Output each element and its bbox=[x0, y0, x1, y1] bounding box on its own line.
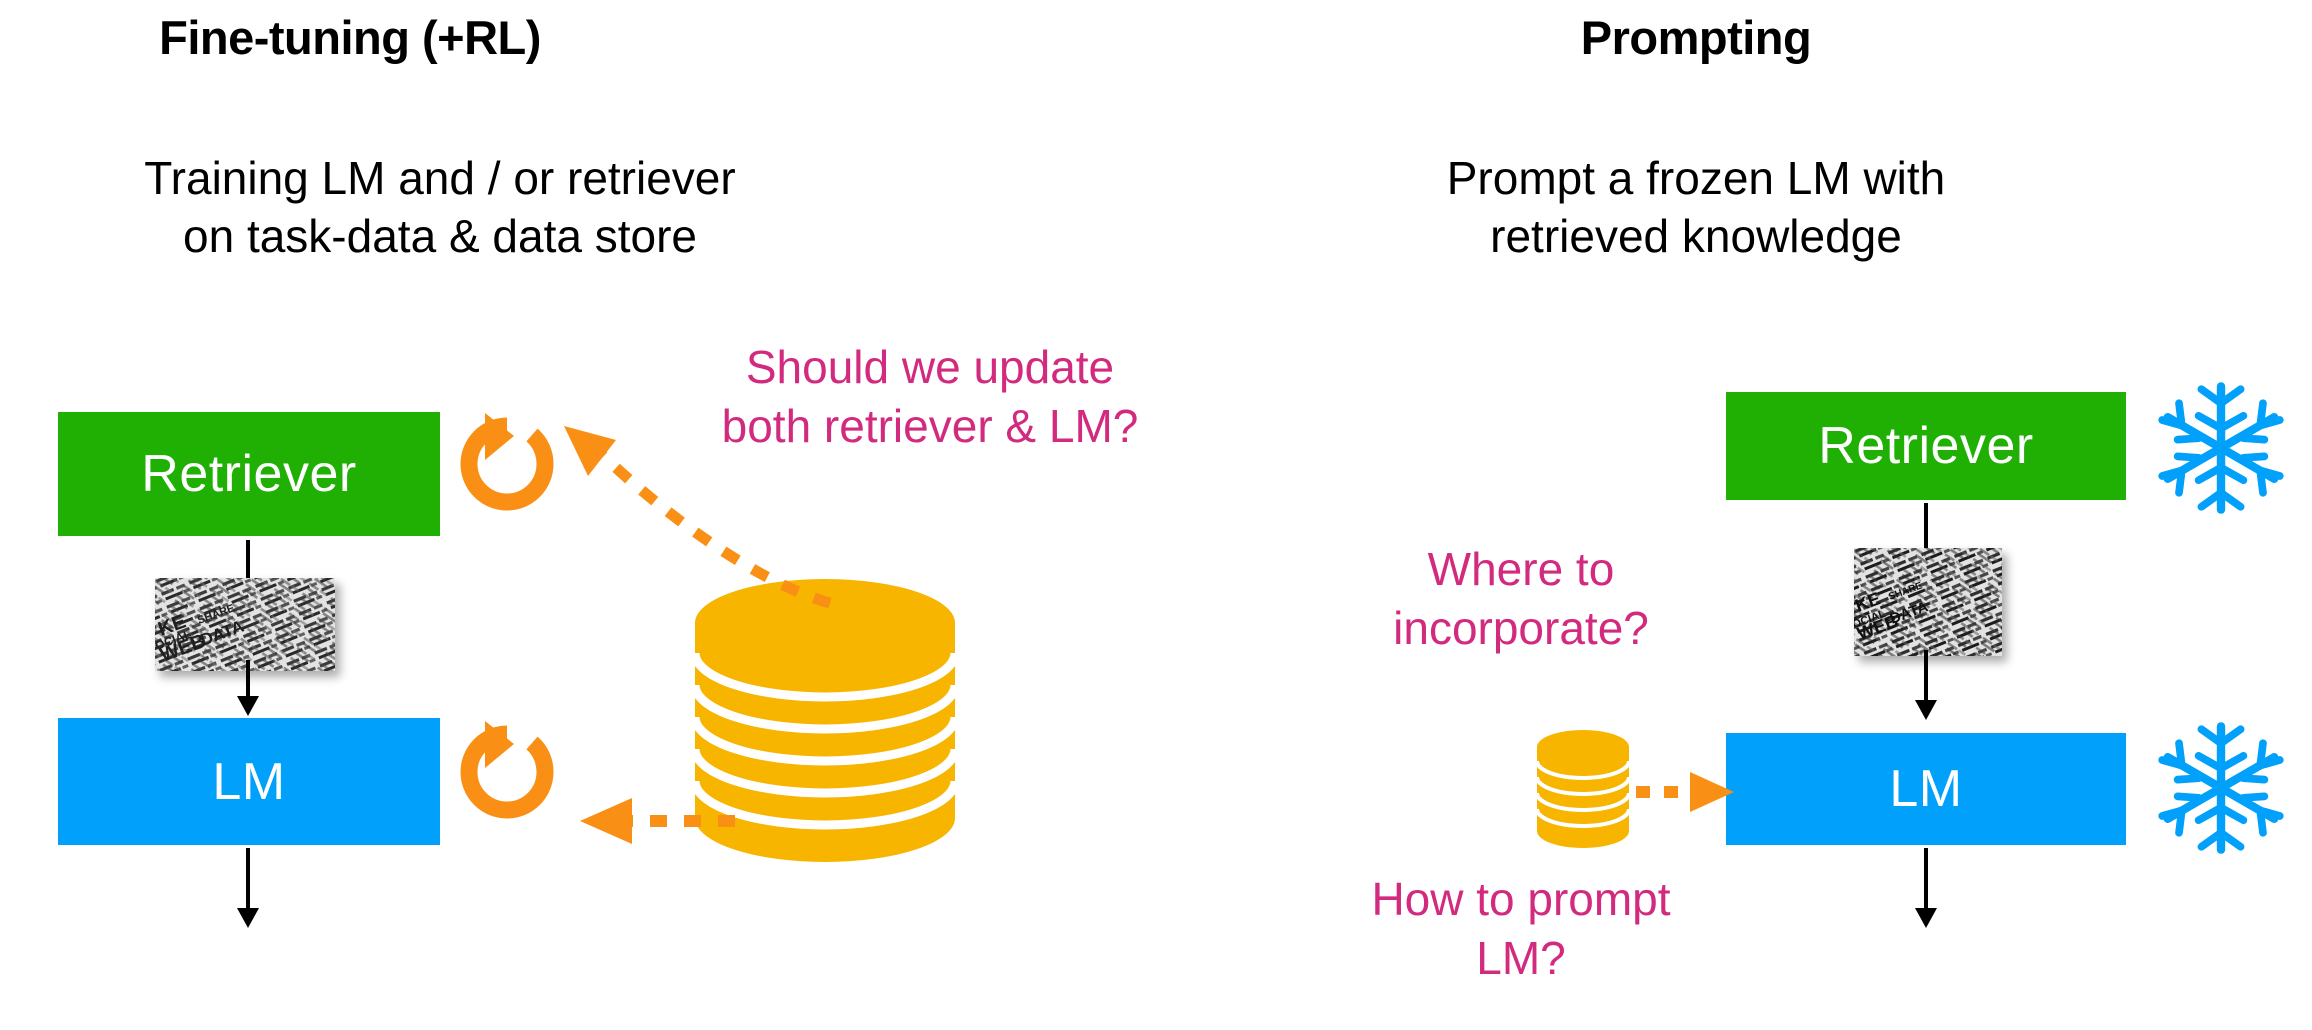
right-lm-label: LM bbox=[1889, 760, 1963, 818]
right-arrow-chip-to-lm-head bbox=[1915, 700, 1937, 720]
left-arrow-lm-output bbox=[246, 848, 250, 910]
left-lm-label: LM bbox=[212, 752, 286, 811]
left-arrow-retriever-to-chip bbox=[246, 540, 250, 586]
right-arrow-chip-to-lm bbox=[1924, 650, 1928, 702]
snowflake-icon-retriever bbox=[2151, 378, 2291, 523]
refresh-icon-lm[interactable] bbox=[452, 708, 562, 833]
left-retriever-label: Retriever bbox=[141, 445, 357, 503]
left-panel-title: Fine-tuning (+RL) bbox=[159, 11, 541, 64]
refresh-icon-retriever[interactable] bbox=[452, 400, 562, 525]
left-arrow-chip-to-lm-head bbox=[237, 696, 259, 716]
left-database-cylinder-icon[interactable] bbox=[690, 575, 960, 865]
left-retriever-box[interactable]: Retriever bbox=[58, 412, 440, 536]
left-arrow-lm-output-head bbox=[237, 908, 259, 928]
right-database-cylinder-icon[interactable] bbox=[1534, 727, 1632, 852]
left-lm-box[interactable]: LM bbox=[58, 718, 440, 845]
left-dotted-arrow-to-lm bbox=[560, 790, 740, 850]
right-dotted-arrow-store-to-lm bbox=[1634, 762, 1744, 822]
right-arrow-retriever-to-chip bbox=[1924, 503, 1928, 555]
left-note-update-question: Should we update both retriever & LM? bbox=[721, 341, 1139, 452]
right-arrow-lm-output bbox=[1924, 848, 1928, 910]
snowflake-icon-lm bbox=[2151, 718, 2291, 863]
right-panel-subtitle: Prompt a frozen LM with retrieved knowle… bbox=[1446, 152, 1946, 262]
right-retriever-label: Retriever bbox=[1818, 417, 2034, 475]
right-text-corpus-icon: KE DATA WEB OCIAL SHARE bbox=[1854, 548, 2002, 656]
right-arrow-lm-output-head bbox=[1915, 908, 1937, 928]
prompting-panel: Prompting Prompt a frozen LM with retrie… bbox=[1156, 0, 2312, 1030]
right-lm-box[interactable]: LM bbox=[1726, 733, 2126, 845]
left-arrow-chip-to-lm bbox=[246, 660, 250, 698]
fine-tuning-panel: Fine-tuning (+RL) Training LM and / or r… bbox=[58, 11, 1138, 928]
right-note-where-incorporate: Where to incorporate? bbox=[1393, 543, 1649, 654]
right-retriever-box[interactable]: Retriever bbox=[1726, 392, 2126, 500]
left-dotted-arrow-to-retriever bbox=[530, 418, 850, 638]
left-panel-subtitle: Training LM and / or retriever on task-d… bbox=[144, 152, 736, 262]
left-text-corpus-icon: KE DATA WEB OCIAL SHARE bbox=[155, 578, 335, 671]
right-note-how-to-prompt: How to prompt LM? bbox=[1371, 873, 1671, 984]
right-panel-title: Prompting bbox=[1580, 11, 1812, 64]
